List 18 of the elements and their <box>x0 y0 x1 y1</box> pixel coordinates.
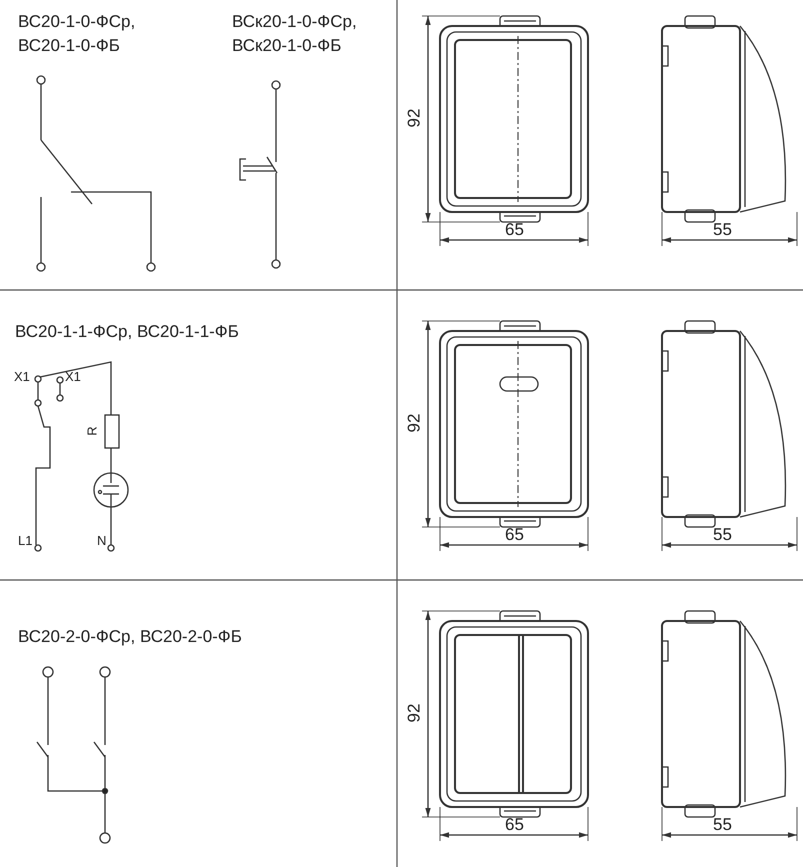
dimension-label: 92 <box>403 108 424 128</box>
dimension-label: 92 <box>403 704 424 722</box>
model-caption: ВС20-2-0-ФСр, ВС20-2-0-ФБ <box>18 626 242 648</box>
terminal-label: X1 <box>65 370 81 384</box>
terminal-label: L1 <box>18 534 32 548</box>
model-caption: ВСк20-1-0-ФСр, ВСк20-1-0-ФБ <box>232 11 358 57</box>
terminal-label: N <box>97 534 106 548</box>
component-label: R <box>86 426 100 436</box>
dimension-label: 65 <box>505 219 524 241</box>
dimension-label: 55 <box>713 814 732 836</box>
terminal-label: X1 <box>14 370 30 384</box>
model-caption: ВС20-1-0-ФСр, ВС20-1-0-ФБ <box>18 11 136 57</box>
dimension-label: 55 <box>713 524 732 546</box>
model-caption: ВС20-1-1-ФСр, ВС20-1-1-ФБ <box>15 321 239 343</box>
dimension-label: 92 <box>403 414 424 432</box>
dimension-label: 65 <box>505 814 524 836</box>
dimension-label: 55 <box>713 219 732 241</box>
dimension-label: 65 <box>505 524 524 546</box>
